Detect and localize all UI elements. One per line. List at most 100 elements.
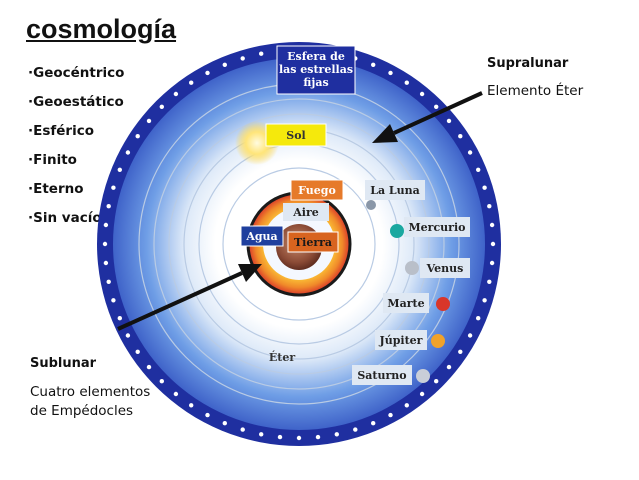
mercurio-label-box [404,217,470,237]
star-dot [117,316,123,321]
star-dot [240,56,245,61]
star-dot [476,167,481,172]
jupiter-label-box [375,330,427,350]
star-dot [482,185,487,190]
star-dot [106,204,111,209]
star-dot [117,167,123,172]
sublunar-text: Cuatro elementos de Empédocles [30,383,150,421]
star-dot [296,435,302,441]
star-dot [135,349,140,354]
fixed-stars-label-box [276,45,356,95]
supralunar-text: Elemento Éter [487,83,584,99]
star-dot [419,91,425,97]
star-dot [487,279,492,284]
star-dot [111,185,116,190]
tierra-label-box [287,231,339,253]
star-dot [371,62,376,67]
moon-icon [366,200,376,210]
sol-label: Sol [286,129,305,142]
star-dot [222,62,227,67]
star-dot [125,333,131,338]
star-dot [259,51,264,56]
star-dot [467,150,473,155]
venus-label-box [420,258,470,278]
property-item: ·Geoestático [28,94,124,110]
star-dot [111,298,116,303]
luna-label-box [365,180,425,200]
star-dot [173,91,179,97]
fuego-label: Fuego [298,184,336,197]
agua-label: Agua [245,230,277,243]
star-dot [434,104,439,110]
star-dot [159,104,164,110]
mars-icon [436,297,450,311]
star-dot [159,379,164,384]
planet-orbits [138,83,460,405]
supralunar-heading: Supralunar [487,56,569,71]
jupiter-label: Júpiter [379,334,423,347]
agua-label-box [240,225,284,247]
star-dot [315,434,321,440]
star-dot [476,316,481,321]
star-dot [102,241,108,247]
star-dot [277,434,283,440]
star-dot [489,260,495,266]
star-dot [146,364,152,370]
star-dot [446,118,452,124]
star-dot [146,118,152,124]
star-dot [446,364,452,370]
saturn-icon [416,369,430,383]
fuego-label-box [290,179,344,201]
star-dot [240,427,245,432]
property-item: ·Geocéntrico [28,65,125,81]
star-dot [205,412,210,418]
property-item: ·Sin vacío [28,210,102,226]
star-dot [404,403,409,408]
star-dot [135,134,140,139]
fixed-stars-label-line: Esfera de [287,50,345,63]
star-dot [125,150,131,155]
star-dot [419,391,425,397]
star-dot [189,403,194,408]
jupiter-icon [431,334,445,348]
luna-label: La Luna [370,184,420,197]
aire-label-box [283,203,329,221]
sublunar-line: Cuatro elementos [30,384,151,400]
star-dot [434,379,439,384]
saturno-label-box [352,365,412,385]
venus-icon [405,261,419,275]
sublunar-line: de Empédocles [30,403,134,419]
sublunar-heading: Sublunar [30,356,97,371]
supralunar-arrow [372,91,483,143]
star-dot [388,412,393,418]
star-dot [467,333,473,338]
star-dot [353,427,358,432]
property-item: ·Finito [28,152,77,168]
property-item: ·Esférico [28,123,94,139]
star-dot [106,279,111,284]
star-dot [205,70,210,76]
mercurio-label: Mercurio [409,221,466,234]
star-dot [103,260,109,266]
marte-label: Marte [387,297,424,310]
aire-label: Aire [292,206,319,219]
star-dot [458,349,463,354]
star-dot [189,80,194,85]
fixed-stars-label-line: fijas [303,76,328,89]
star-dot [487,204,492,209]
star-dot [222,421,227,426]
property-item: ·Eterno [28,181,84,197]
fixed-stars-label-line: las estrellas [279,63,353,76]
saturno-label: Saturno [357,369,406,382]
star-dot [173,391,179,397]
properties-list: ·Geocéntrico ·Geoestático ·Esférico ·Fin… [28,62,124,236]
venus-label: Venus [426,262,464,275]
star-dot [489,222,495,228]
star-dot [371,421,376,426]
star-dot [490,241,496,247]
mercury-icon [390,224,404,238]
star-dot [103,222,109,228]
star-dot [259,432,264,437]
star-dot [334,432,339,437]
